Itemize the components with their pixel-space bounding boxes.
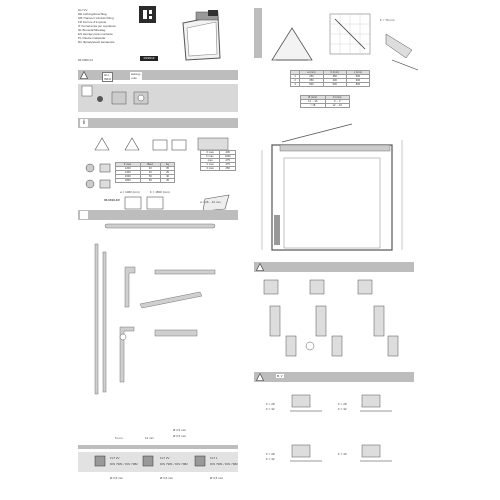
version-badge: 03/2013 [140, 56, 158, 61]
section-bar-info [78, 70, 238, 80]
bolt-b: Ø 3,5 mm [173, 434, 187, 438]
header-line: GU VV [78, 8, 88, 12]
gu-info-label: GU-INFO [102, 72, 114, 82]
depth-b: 11 mm [145, 436, 154, 440]
dimension-range: a = 16... 44 mm [200, 200, 221, 204]
header-line: RU Фрамужный механизм [78, 40, 115, 44]
force-label: F = 32 [266, 407, 275, 411]
info-icon: i [80, 119, 88, 127]
screw-a: Ø 3,5 mm [110, 476, 124, 480]
part-sub-a: DIN 7981 / DIN 7982 [110, 462, 138, 466]
installation-details [290, 394, 392, 462]
document-code: 06.0006.01 [78, 58, 94, 62]
screw-c: Ø 3,5 mm [210, 476, 224, 480]
sash-diagram [271, 27, 313, 61]
bv-label: B, V [276, 374, 284, 378]
dimension-a: a = 1000 (mm) [120, 190, 140, 194]
window-illustration [182, 10, 221, 61]
logo-glyph-icon [143, 10, 152, 19]
bolt-a: Ø 3,5 mm [173, 428, 187, 432]
hinge-detail [385, 33, 419, 71]
header-line: PL Okucie naświetla [78, 36, 106, 40]
force-label: F = 32 [266, 457, 275, 461]
article-number: 06.0019-1R [104, 198, 120, 202]
section-bar-warning [254, 262, 414, 272]
opening-arrows [124, 194, 230, 212]
hardware-sketches [85, 163, 111, 189]
gu-logo [139, 6, 156, 23]
force-label: F = 28 [338, 402, 347, 406]
section-bar-tools [78, 84, 238, 112]
profile-sections [263, 279, 399, 357]
force-label: F = 32 [338, 407, 347, 411]
right-sidebar-bar [254, 8, 262, 58]
warning-icon [256, 372, 264, 381]
header-line: DE Lüftungsbeschlag [78, 12, 107, 16]
box-icon [80, 211, 88, 219]
force-label: F = 40 [338, 452, 347, 456]
fixing-icons [94, 455, 206, 467]
graph-note: F < 70 mm [380, 18, 395, 22]
header-line: FR Ferrure d'imposte [78, 20, 107, 24]
warning-icon [80, 70, 88, 79]
section-bar-screws [78, 445, 238, 449]
force-label: F = 28 [266, 452, 275, 456]
tool-icons-row [81, 85, 149, 105]
dimension-b: F = 1800 (mm) [150, 190, 170, 194]
header-line: NL Bovenlichtbeslag [78, 28, 106, 32]
part-sub-c: DIN 7981 / DIN 7982 [210, 462, 238, 466]
screw-b: Ø 3,5 mm [160, 476, 174, 480]
parts-illustration [94, 223, 216, 395]
header-line: GB Transom window fitting [78, 16, 114, 20]
depth-a: 5 mm [115, 436, 123, 440]
section-bar-parts [78, 210, 238, 220]
web-link[interactable]: www.g-u.de [130, 72, 142, 80]
section-bar-bv [254, 372, 414, 382]
person-icon [97, 96, 103, 102]
part-caption-c: FLT 1 [210, 456, 218, 460]
part-caption-a: FLT 2V [110, 456, 120, 460]
section-bar-info-i: i [78, 118, 238, 128]
graph [329, 13, 371, 55]
header-line: ES Herraje para montante [78, 32, 113, 36]
part-sub-b: DIN 7981 / DIN 7982 [160, 462, 188, 466]
header-line: IT Ferramenta per sopraluce [78, 24, 116, 28]
window-frame-diagram [261, 123, 403, 251]
warning-icon [256, 262, 264, 271]
part-caption-b: FLT 2V [160, 456, 170, 460]
header-text-block: GU VV DE Lüftungsbeschlag GB Transom win… [78, 8, 116, 44]
force-label: F = 28 [266, 402, 275, 406]
